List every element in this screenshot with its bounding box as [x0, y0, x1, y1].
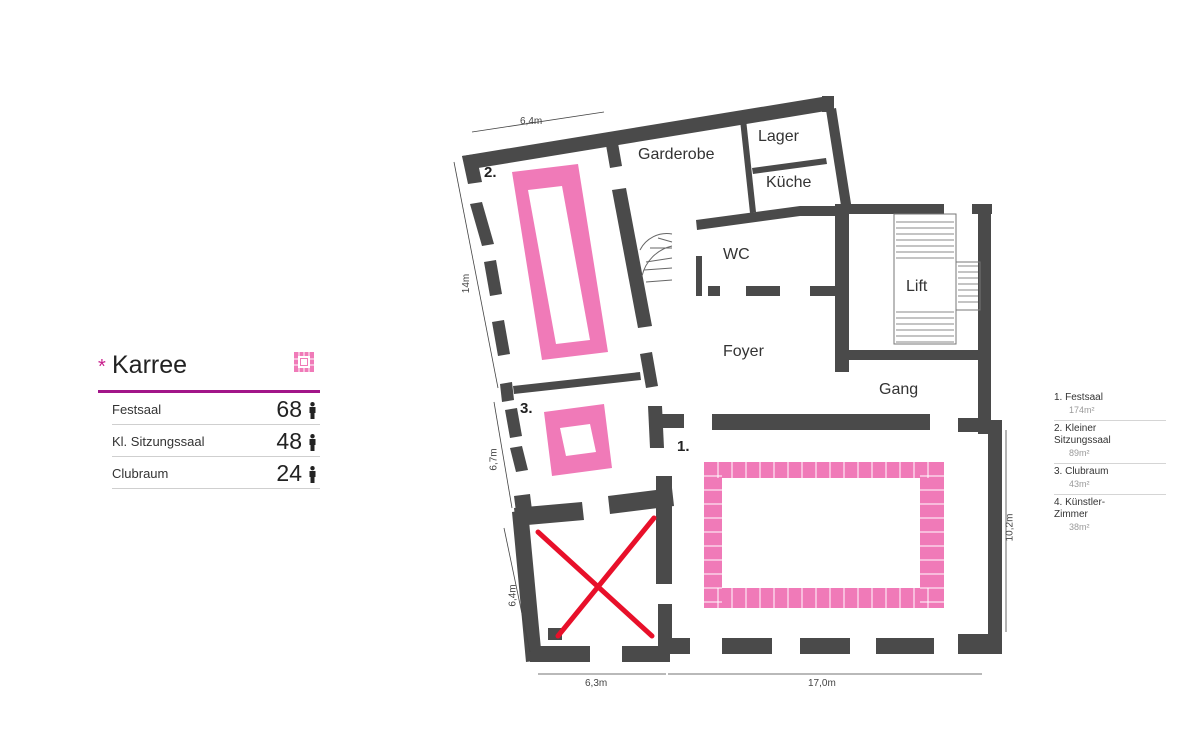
legend-item: 4. Künstler-Zimmer 38m² [1054, 495, 1166, 537]
dimension-lines [453, 111, 1007, 675]
capacity-row-kl-sitzungssaal: Kl. Sitzungssaal 48 [112, 425, 320, 457]
dimension-bottom-left: 6,3m [585, 678, 608, 689]
dimension-left-mid: 6,7m [488, 448, 500, 471]
room-label-foyer: Foyer [723, 343, 764, 360]
row-value: 48 [276, 428, 302, 454]
capacity-row-festsaal: Festsaal 68 [112, 393, 320, 425]
row-label: Clubraum [112, 466, 169, 481]
dimension-left-long: 14m [461, 273, 473, 294]
room-label-lager: Lager [758, 128, 799, 145]
dimension-bottom-right: 17,0m [808, 678, 836, 689]
room-number-1: 1. [677, 438, 690, 455]
legend-name: 4. Künstler-Zimmer [1054, 497, 1106, 520]
row-label: Kl. Sitzungssaal [112, 434, 205, 449]
panel-header: * Karree [98, 346, 320, 393]
table-kleiner-sitzungssaal [512, 164, 608, 360]
room-number-2: 2. [484, 164, 497, 181]
spiral-stair [639, 233, 673, 283]
asterisk: * [98, 356, 106, 378]
karree-table-icon [294, 352, 314, 372]
legend-area: 43m² [1069, 479, 1090, 489]
dimension-top: 6,4m [520, 116, 543, 127]
table-clubraum [544, 404, 612, 476]
legend-name: 2. Kleiner Sitzungssaal [1054, 423, 1111, 446]
room-label-lift: Lift [906, 278, 928, 295]
table-festsaal [704, 462, 944, 608]
room-label-gang: Gang [879, 381, 919, 398]
legend-name: 1. Festsaal [1054, 392, 1103, 403]
legend-area: 89m² [1069, 448, 1090, 458]
walls [462, 96, 1002, 662]
legend-area: 174m² [1069, 405, 1095, 415]
closed-room-cross [535, 515, 657, 639]
row-value: 68 [276, 396, 302, 422]
room-legend: 1. Festsaal 174m² 2. Kleiner Sitzungssaa… [1054, 390, 1166, 537]
stair-treads [896, 221, 978, 343]
legend-item: 3. Clubraum 43m² [1054, 464, 1166, 495]
row-value: 24 [276, 460, 302, 486]
panel-title: Karree [112, 351, 188, 379]
capacity-panel: * Karree Festsaal 68 Kl. Sitzungssaal 48… [98, 346, 320, 489]
legend-item: 1. Festsaal 174m² [1054, 390, 1166, 421]
staircase [893, 213, 981, 345]
person-icon [309, 434, 316, 451]
legend-name: 3. Clubraum [1054, 466, 1109, 477]
row-label: Festsaal [112, 402, 162, 417]
dimension-right: 10,2m [1004, 513, 1016, 542]
legend-area: 38m² [1069, 522, 1090, 532]
table-chair-lines [704, 462, 944, 608]
person-icon [309, 466, 316, 483]
room-label-wc: WC [723, 246, 750, 263]
room-label-kueche: Küche [766, 174, 812, 191]
dimension-left-low: 6,4m [507, 584, 519, 607]
room-number-3: 3. [520, 400, 533, 417]
capacity-row-clubraum: Clubraum 24 [112, 457, 320, 489]
legend-item: 2. Kleiner Sitzungssaal 89m² [1054, 421, 1166, 464]
person-icon [309, 402, 316, 419]
room-label-garderobe: Garderobe [638, 146, 715, 163]
